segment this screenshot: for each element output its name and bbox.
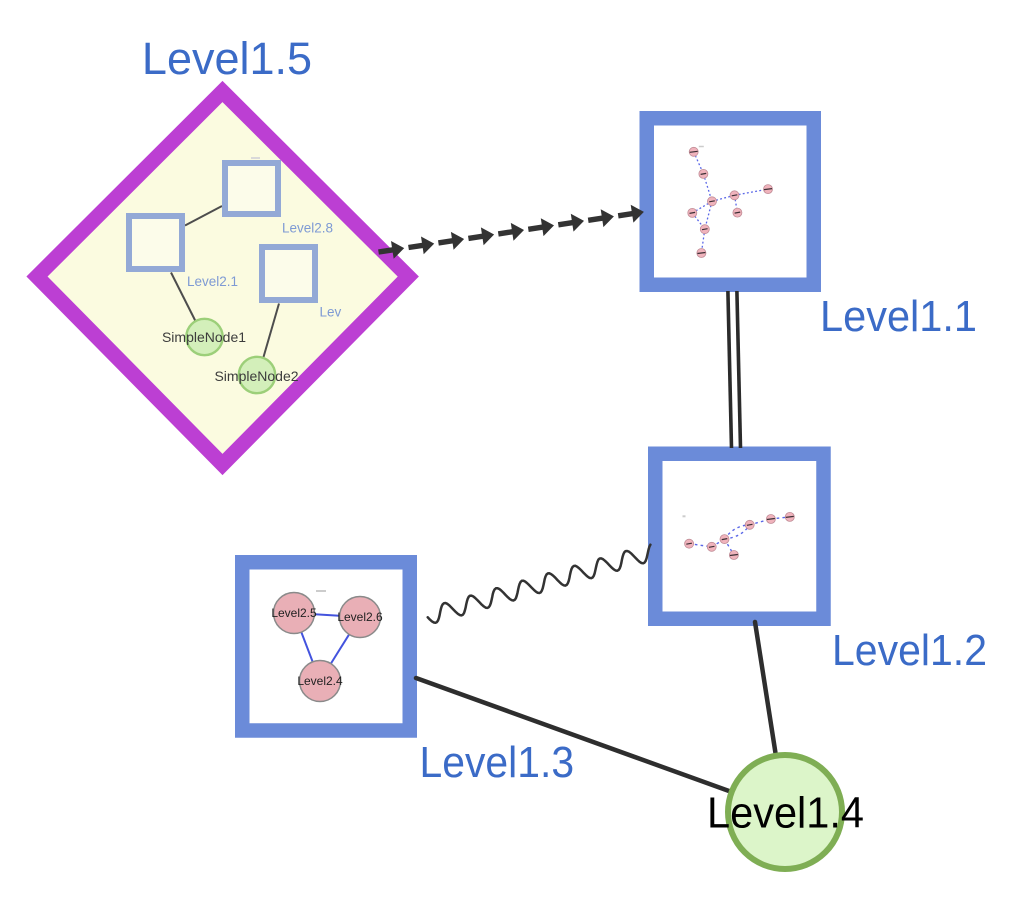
svg-text:SimpleNode1: SimpleNode1 bbox=[162, 329, 246, 345]
svg-text:Level2.5: Level2.5 bbox=[271, 606, 317, 620]
svg-text:Level1.2: Level1.2 bbox=[832, 626, 987, 675]
svg-text:Level1.5: Level1.5 bbox=[142, 33, 312, 84]
svg-text:Level2.6: Level2.6 bbox=[337, 610, 383, 624]
svg-text:Lev: Lev bbox=[320, 305, 342, 320]
svg-text:Level1.3: Level1.3 bbox=[420, 738, 575, 787]
svg-text:Level2.4: Level2.4 bbox=[297, 674, 343, 688]
svg-text:Level2.1: Level2.1 bbox=[187, 274, 238, 289]
svg-text:SimpleNode2: SimpleNode2 bbox=[214, 368, 298, 384]
svg-text:Level1.1: Level1.1 bbox=[820, 292, 977, 341]
svg-text:Level2.8: Level2.8 bbox=[282, 221, 333, 236]
svg-text:Level1.4: Level1.4 bbox=[707, 789, 864, 838]
